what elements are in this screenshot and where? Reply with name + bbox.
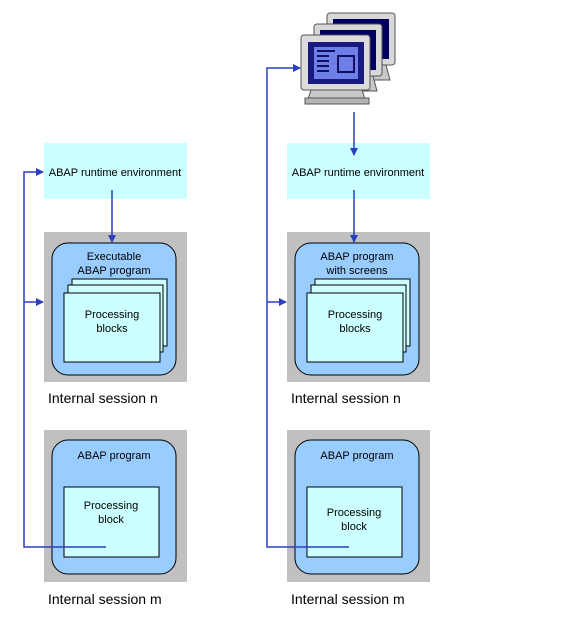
right-session-m-caption: Internal session m: [291, 591, 405, 607]
left-block-line1: Processing: [84, 500, 138, 512]
left-abap-program-label: ABAP program: [77, 450, 150, 462]
left-block-line2: block: [98, 514, 124, 526]
left-session-m-caption: Internal session m: [48, 591, 162, 607]
right-session-n-caption: Internal session n: [291, 390, 401, 406]
right-runtime-env-label: ABAP runtime environment: [292, 167, 424, 179]
right-column: ABAP runtime environment ABAP program wi…: [266, 12, 430, 607]
left-program-label-line1: Executable: [87, 251, 141, 263]
left-program-label-line2: ABAP program: [77, 265, 150, 277]
right-abap-program-label: ABAP program: [320, 450, 393, 462]
right-processing-block: [306, 486, 403, 558]
left-blocks-line1: Processing: [85, 309, 139, 321]
left-processing-block: [63, 486, 160, 558]
right-blocks-line2: blocks: [339, 323, 371, 335]
right-program-label-line2: with screens: [325, 265, 388, 277]
right-block-line1: Processing: [327, 507, 381, 519]
right-processing-blocks: [306, 292, 404, 363]
right-call-return-arrow: [266, 64, 349, 548]
right-runtime-env-box: [287, 143, 430, 199]
left-session-n-caption: Internal session n: [48, 390, 158, 406]
left-runtime-env-box: [44, 143, 187, 199]
left-runtime-env-label: ABAP runtime environment: [49, 167, 181, 179]
left-column: ABAP runtime environment Executable ABAP…: [23, 143, 187, 607]
right-blocks-line1: Processing: [328, 309, 382, 321]
left-processing-blocks: [63, 292, 161, 363]
left-call-return-arrow: [23, 168, 106, 548]
left-blocks-line2: blocks: [96, 323, 128, 335]
right-block-line2: block: [341, 521, 367, 533]
computer-monitor-stack-icon: [300, 12, 396, 105]
right-program-label-line1: ABAP program: [320, 251, 393, 263]
